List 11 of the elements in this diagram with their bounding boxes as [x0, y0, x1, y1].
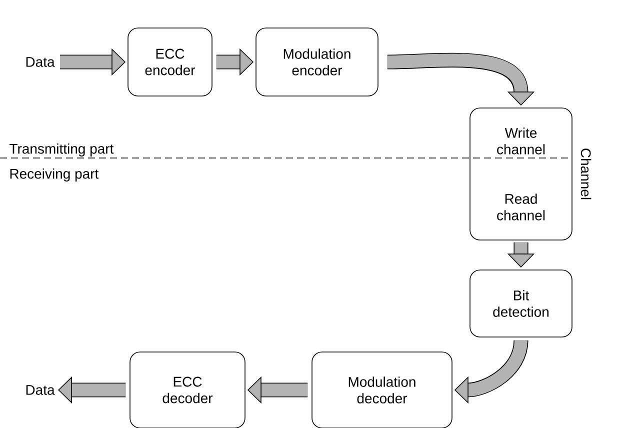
process-box: Modulation encoder	[256, 28, 378, 96]
channel-box: Write channel Read channel	[470, 108, 572, 240]
process-box: ECC encoder	[128, 28, 212, 96]
process-box: Modulation decoder	[312, 352, 452, 428]
side-label: Channel	[580, 148, 592, 200]
process-box: Bit detection	[470, 270, 572, 338]
part-label: Receiving part	[8, 167, 100, 183]
part-label: Transmitting part	[8, 142, 115, 158]
data-label: Data	[26, 57, 55, 67]
process-box: ECC decoder	[130, 352, 246, 428]
data-label: Data	[26, 385, 55, 395]
